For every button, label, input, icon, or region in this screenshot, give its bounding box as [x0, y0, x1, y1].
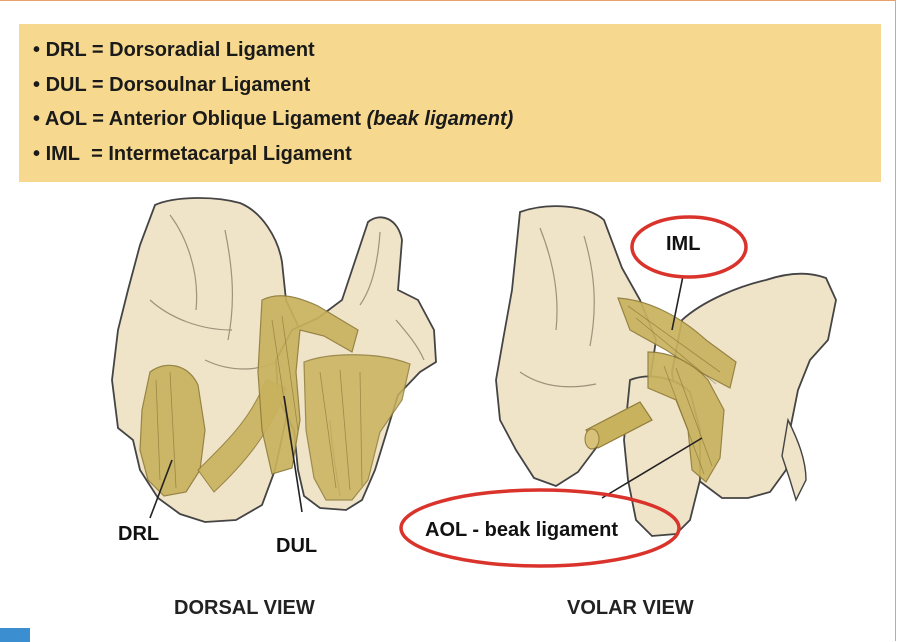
dul-label: DUL — [276, 535, 317, 558]
volar-styloid — [782, 420, 806, 500]
iml-label: IML — [666, 233, 700, 256]
dorsal-capsule — [304, 355, 410, 500]
drl-label: DRL — [118, 523, 159, 546]
drl-ligament — [140, 365, 205, 496]
dorsal-view-title: DORSAL VIEW — [174, 597, 315, 620]
volar-illustration — [401, 206, 836, 566]
aol-label: AOL - beak ligament — [425, 519, 618, 542]
volar-view-title: VOLAR VIEW — [567, 597, 694, 620]
figure-tab — [0, 628, 30, 642]
volar-tendon-end — [585, 429, 599, 449]
dorsal-illustration — [112, 198, 436, 522]
